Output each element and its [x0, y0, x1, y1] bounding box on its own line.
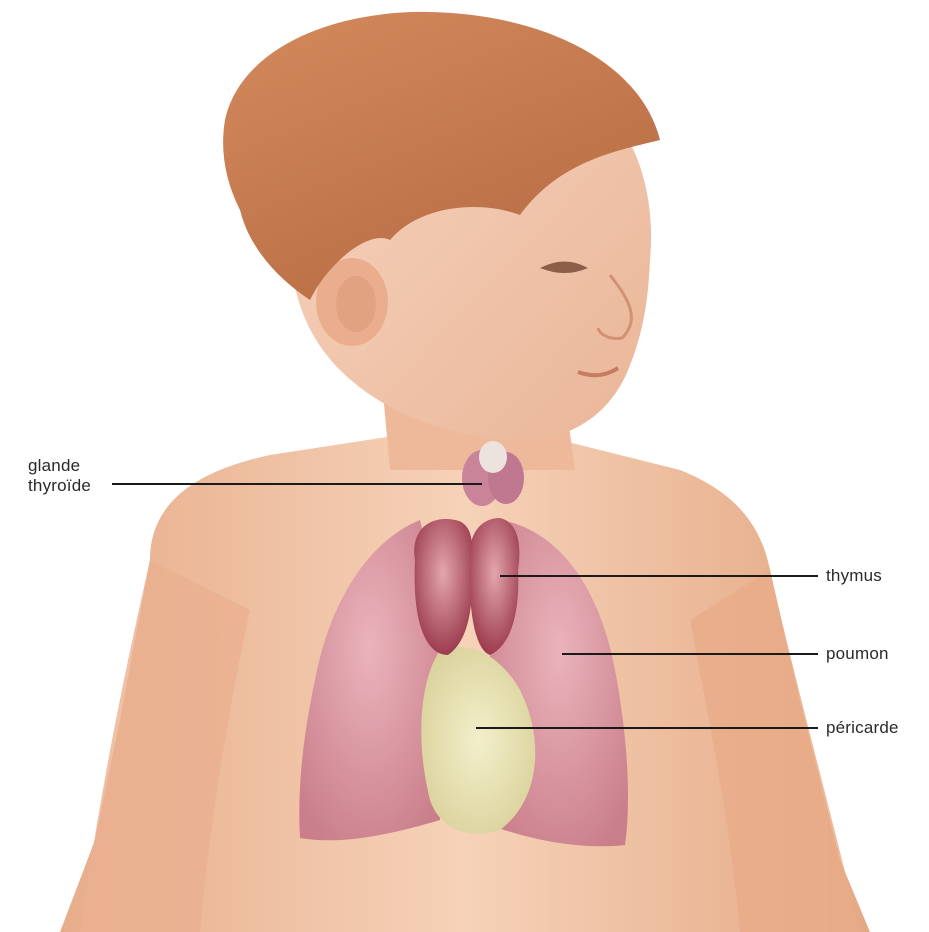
label-thyroid: glande thyroïde [28, 456, 91, 496]
label-thymus: thymus [826, 566, 882, 586]
label-pericardium: péricarde [826, 718, 899, 738]
label-lung: poumon [826, 644, 889, 664]
head [223, 12, 660, 441]
label-thyroid-line2: thyroïde [28, 476, 91, 496]
label-thyroid-line1: glande [28, 456, 91, 476]
